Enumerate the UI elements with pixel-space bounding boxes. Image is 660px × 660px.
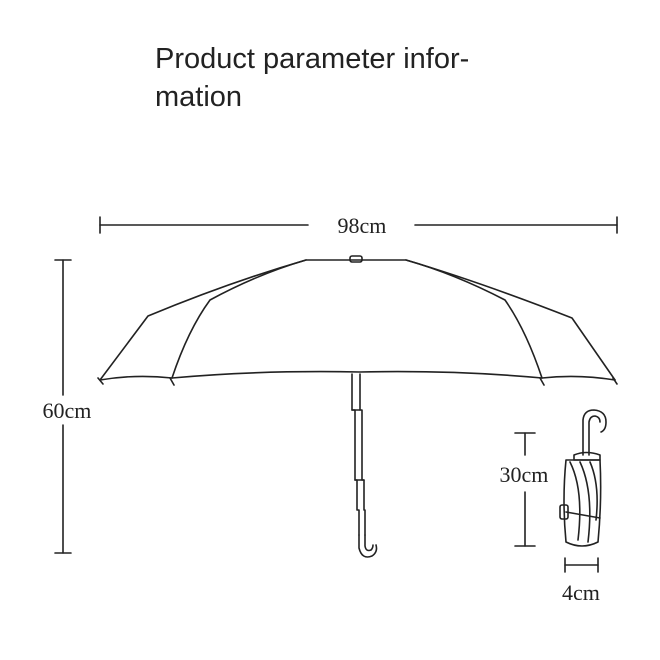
folded-length-dimension-line [514, 432, 536, 547]
folded-width-dimension-line [564, 557, 599, 573]
page-title: Product parameter infor- mation [155, 40, 515, 116]
height-label: 60cm [43, 398, 92, 423]
title-line-2: mation [155, 81, 243, 113]
title-line-1: Product parameter infor- [155, 43, 470, 75]
open-umbrella [97, 255, 618, 558]
width-dimension-line [99, 216, 618, 234]
height-dimension-line [54, 259, 72, 554]
folded-length-label: 30cm [500, 462, 549, 487]
folded-width-label: 4cm [562, 580, 600, 605]
folded-umbrella [559, 409, 607, 547]
width-label: 98cm [338, 213, 387, 238]
